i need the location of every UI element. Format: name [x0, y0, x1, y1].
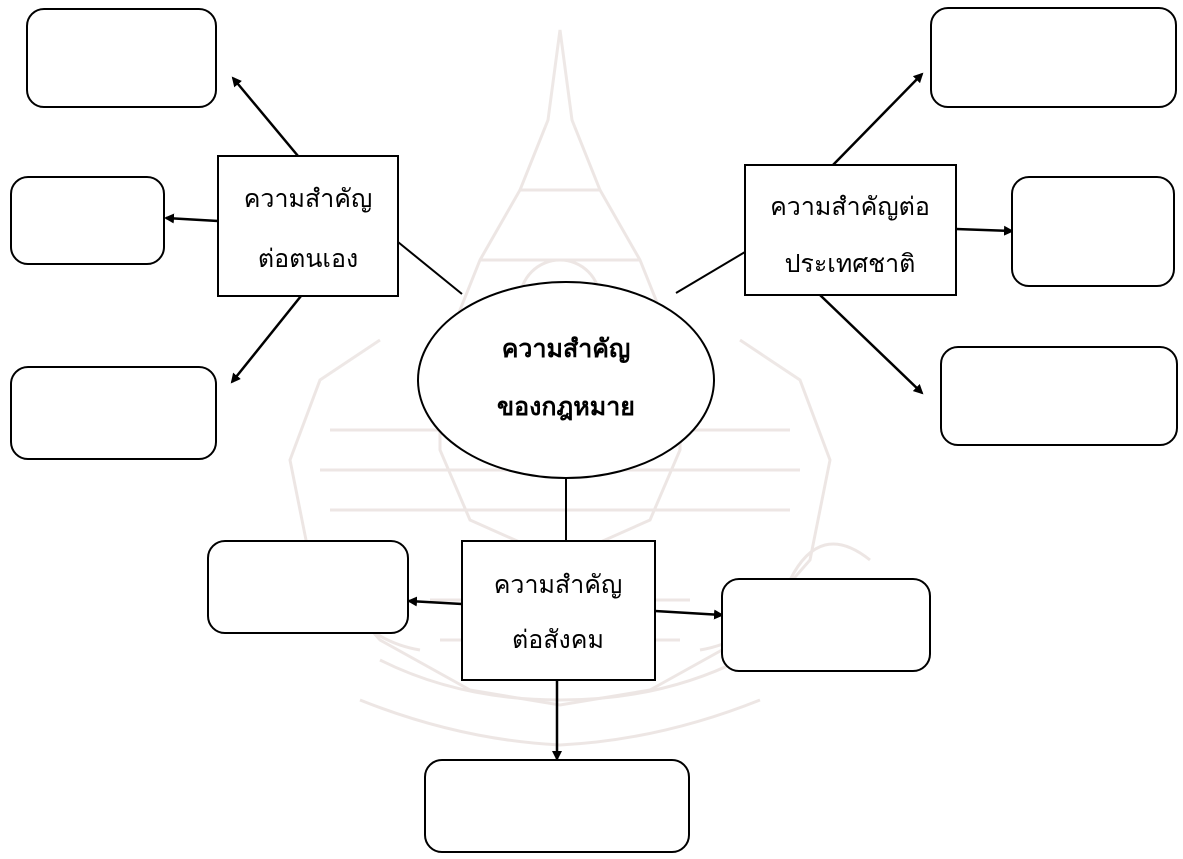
society-hub-label-line1: ความสำคัญ	[494, 570, 623, 599]
society-hub-box: ความสำคัญ ต่อสังคม	[461, 540, 656, 681]
arrow-self-to-box-1	[231, 76, 299, 157]
arrow-nation-to-box-3	[819, 294, 924, 395]
arrow-self-to-box-2	[164, 213, 219, 224]
arrow-society-to-box-1	[407, 596, 463, 607]
nation-empty-box-3	[940, 346, 1178, 446]
self-hub-box: ความสำคัญ ต่อตนเอง	[217, 155, 399, 297]
society-hub-label-line2: ต่อสังคม	[512, 625, 604, 654]
arrow-nation-to-box-2	[955, 225, 1014, 236]
self-empty-box-2	[10, 176, 165, 265]
society-empty-box-1	[207, 540, 409, 634]
nation-empty-box-1	[930, 7, 1177, 108]
society-empty-box-2	[721, 578, 931, 672]
self-hub-label-line1: ความสำคัญ	[244, 184, 373, 213]
nation-hub-box: ความสำคัญต่อ ประเทศชาติ	[744, 164, 957, 296]
self-empty-box-1	[26, 8, 217, 108]
nation-hub-label-line1: ความสำคัญต่อ	[770, 192, 930, 221]
self-hub-label-line2: ต่อตนเอง	[258, 244, 358, 273]
arrow-society-to-box-2	[654, 609, 724, 620]
self-empty-box-3	[10, 366, 217, 460]
connector-center-nation	[675, 251, 746, 294]
society-empty-box-3	[424, 759, 690, 853]
connector-center-self	[397, 241, 463, 295]
center-label-line1: ความสำคัญ	[502, 334, 631, 363]
nation-empty-box-2	[1011, 176, 1175, 287]
center-node: ความสำคัญ ของกฎหมาย	[417, 281, 715, 479]
arrow-nation-to-box-1	[832, 72, 924, 166]
center-label-line2: ของกฎหมาย	[497, 392, 635, 421]
arrow-self-to-box-3	[230, 295, 302, 384]
nation-hub-label-line2: ประเทศชาติ	[785, 249, 916, 278]
